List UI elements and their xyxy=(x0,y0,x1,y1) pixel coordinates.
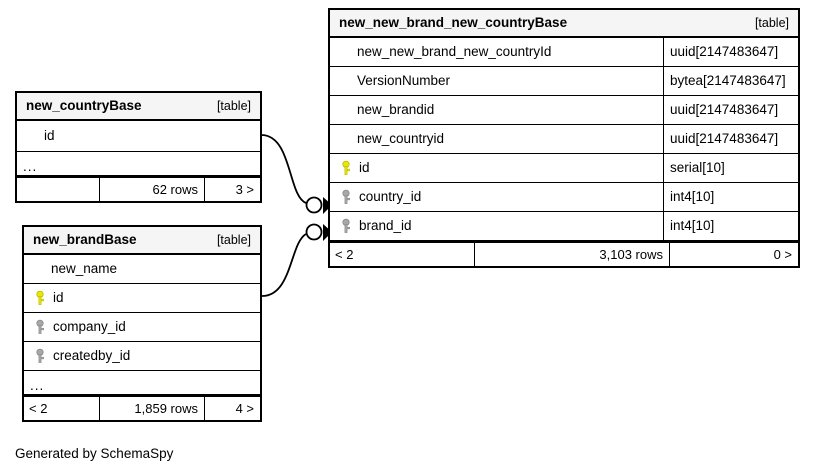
column-name: new_new_brand_new_countryId xyxy=(357,44,552,60)
foreign-key-icon xyxy=(32,319,48,335)
entity-new-brand-base[interactable]: new_brandBase [table] new_name id xyxy=(22,225,262,422)
column-type: serial[10] xyxy=(663,154,798,182)
edge-brand-to-brandid xyxy=(261,233,307,297)
row-count: 1,859 rows xyxy=(100,397,205,420)
entity-type-tag: [table] xyxy=(216,98,251,113)
primary-key-icon xyxy=(338,160,354,176)
table-row[interactable]: id xyxy=(24,284,260,313)
column-name: id xyxy=(359,160,370,176)
column-name: brand_id xyxy=(359,218,412,234)
table-row[interactable]: id serial[10] xyxy=(330,154,798,183)
edge-country-zero-marker xyxy=(305,196,323,214)
prev-relations-link[interactable] xyxy=(17,178,100,201)
column-name: id xyxy=(44,128,55,144)
entity-title: new_countryBase xyxy=(26,98,142,114)
entity-footer: < 2 3,103 rows 0 > xyxy=(330,241,798,266)
entity-header: new_new_brand_new_countryBase [table] xyxy=(330,10,798,38)
prev-relations-link[interactable]: < 2 xyxy=(330,243,475,266)
table-row[interactable]: new_countryid uuid[2147483647] xyxy=(330,125,798,154)
entity-header: new_countryBase [table] xyxy=(17,93,260,121)
row-count: 3,103 rows xyxy=(475,243,670,266)
column-name: id xyxy=(53,290,64,306)
column-name-cell: country_id xyxy=(330,183,663,211)
column-name: new_countryid xyxy=(357,131,445,147)
table-row[interactable]: company_id xyxy=(24,313,260,342)
table-row[interactable]: brand_id int4[10] xyxy=(330,212,798,241)
column-name-cell: id xyxy=(24,284,260,312)
column-name: company_id xyxy=(53,319,126,335)
foreign-key-icon xyxy=(32,348,48,364)
column-name-cell: createdby_id xyxy=(24,342,260,370)
foreign-key-icon xyxy=(338,189,354,205)
entity-footer: < 2 1,859 rows 4 > xyxy=(24,395,260,420)
entity-title: new_brandBase xyxy=(33,232,137,248)
column-type: bytea[2147483647] xyxy=(663,67,798,95)
column-name: VersionNumber xyxy=(357,73,451,89)
entity-type-tag: [table] xyxy=(754,15,789,30)
more-columns-row: ... xyxy=(17,152,260,176)
edge-country-to-countryid xyxy=(261,134,307,204)
table-row[interactable]: id xyxy=(17,121,260,152)
table-row[interactable]: new_brandid uuid[2147483647] xyxy=(330,96,798,125)
table-row[interactable]: VersionNumber bytea[2147483647] xyxy=(330,67,798,96)
row-count: 62 rows xyxy=(100,178,205,201)
ellipsis-label: ... xyxy=(23,158,38,174)
more-columns-row: ... xyxy=(24,371,260,395)
table-row[interactable]: country_id int4[10] xyxy=(330,183,798,212)
table-row[interactable]: new_new_brand_new_countryId uuid[2147483… xyxy=(330,38,798,67)
column-type: uuid[2147483647] xyxy=(663,96,798,124)
table-row[interactable]: createdby_id xyxy=(24,342,260,371)
column-name: new_name xyxy=(51,261,118,277)
column-type: int4[10] xyxy=(663,183,798,211)
entity-new-new-brand-new-country-base[interactable]: new_new_brand_new_countryBase [table] ne… xyxy=(328,8,800,268)
next-relations-link[interactable]: 3 > xyxy=(235,182,254,197)
entity-header: new_brandBase [table] xyxy=(24,227,260,255)
entity-footer: 62 rows 3 > xyxy=(17,176,260,201)
column-name-cell: id xyxy=(330,154,663,182)
entity-title: new_new_brand_new_countryBase xyxy=(339,15,568,31)
next-relations-link[interactable]: 0 > xyxy=(773,247,792,262)
foreign-key-icon xyxy=(338,218,354,234)
generated-by-label: Generated by SchemaSpy xyxy=(15,446,174,461)
edge-brand-zero-marker xyxy=(305,223,323,241)
column-name: createdby_id xyxy=(53,348,131,364)
column-name: new_brandid xyxy=(357,102,435,118)
entity-type-tag: [table] xyxy=(216,232,251,247)
primary-key-icon xyxy=(32,290,48,306)
entity-new-country-base[interactable]: new_countryBase [table] id ... 62 rows 3… xyxy=(15,91,262,203)
ellipsis-label: ... xyxy=(30,377,45,393)
column-name-cell: company_id xyxy=(24,313,260,341)
column-type: uuid[2147483647] xyxy=(663,125,798,153)
prev-relations-link[interactable]: < 2 xyxy=(24,397,100,420)
column-name: country_id xyxy=(359,189,422,205)
table-row[interactable]: new_name xyxy=(24,255,260,284)
column-name-cell: brand_id xyxy=(330,212,663,240)
next-relations-link[interactable]: 4 > xyxy=(235,401,254,416)
column-type: uuid[2147483647] xyxy=(663,38,798,66)
column-type: int4[10] xyxy=(663,212,798,240)
